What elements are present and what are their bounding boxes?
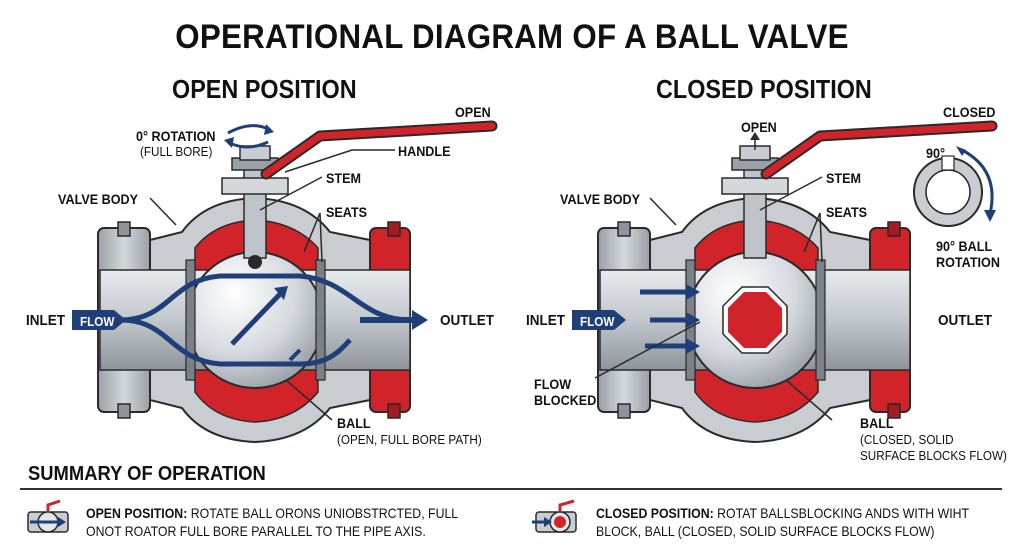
handle [262, 122, 496, 178]
open-stem-label: STEM [326, 170, 362, 186]
handle-label: HANDLE [398, 143, 451, 159]
closed-valve-drawing [572, 120, 998, 444]
open-ball-sub-label: (OPEN, FULL BORE PATH) [337, 432, 482, 447]
closed-seats-label: SEATS [826, 204, 868, 220]
closed-summary-text-2: BLOCK, BALL (CLOSED, SOLID SURFACE BLOCK… [596, 523, 935, 539]
open-outlet-label: OUTLET [440, 312, 494, 329]
closed-outlet-label: OUTLET [938, 312, 992, 329]
closed-summary-text-1: ROTAT BALLSBLOCKING ANDS WITH WIHT [713, 505, 970, 521]
rotation-degree-label: 90° [926, 145, 946, 161]
open-panel-title: OPEN POSITION [172, 74, 357, 104]
closed-summary-line-1: CLOSED POSITION: ROTAT BALLSBLOCKING AND… [596, 504, 969, 522]
closed-handle-state-label: CLOSED [943, 104, 996, 120]
closed-ball-sub-label-1: (CLOSED, SOLID [860, 432, 954, 447]
flow-blocked-label-1: FLOW [534, 376, 572, 392]
closed-summary-label: CLOSED POSITION: [596, 505, 714, 521]
open-summary-label: OPEN POSITION: [86, 505, 188, 521]
summary-divider [20, 488, 1002, 490]
open-summary-icon [27, 499, 69, 533]
open-flow-label: FLOW [80, 314, 115, 329]
flow-blocked-label-2: BLOCKED [534, 392, 597, 408]
closed-inlet-label: INLET [526, 312, 566, 329]
closed-panel-title: CLOSED POSITION [656, 74, 872, 104]
rotation-arrows-icon [224, 124, 274, 149]
summary-title: SUMMARY OF OPERATION [28, 463, 266, 485]
closed-open-mark-label: OPEN [741, 119, 777, 135]
open-seats-label: SEATS [326, 204, 368, 220]
diagram-title: OPERATIONAL DIAGRAM OF A BALL VALVE [175, 18, 849, 56]
open-summary-text-2: ONOT ROATOR FULL BORE PARALLEL TO THE PI… [86, 523, 426, 539]
open-summary-text-1: ROTATE BALL ORONS UNIOBSTRCTED, FULL [187, 505, 459, 521]
flow-badge [72, 310, 126, 330]
rotation-indicator-icon [913, 146, 996, 227]
open-inlet-label: INLET [26, 312, 66, 329]
blocked-flow-arrows [640, 284, 700, 354]
open-valve-body-label: VALVE BODY [58, 191, 139, 207]
ball-rotation-label-1: 90° BALL [936, 238, 993, 254]
open-ball-label: BALL [337, 415, 371, 431]
ball-rotation-label-2: ROTATION [936, 254, 1000, 270]
closed-valve-body-label: VALVE BODY [560, 191, 641, 207]
open-handle-state-label: OPEN [455, 104, 491, 120]
rotation-sub-label: (FULL BORE) [140, 144, 213, 159]
closed-summary-icon [532, 499, 577, 533]
closed-ball-label: BALL [860, 415, 894, 431]
closed-ball-sub-label-2: SURFACE BLOCKS FLOW) [860, 448, 1007, 463]
closed-flow-label: FLOW [580, 314, 615, 329]
closed-stem-label: STEM [826, 170, 862, 186]
open-valve-drawing [72, 120, 498, 444]
rotation-label: 0° ROTATION [136, 128, 216, 144]
open-summary-line-1: OPEN POSITION: ROTATE BALL ORONS UNIOBST… [86, 504, 458, 522]
